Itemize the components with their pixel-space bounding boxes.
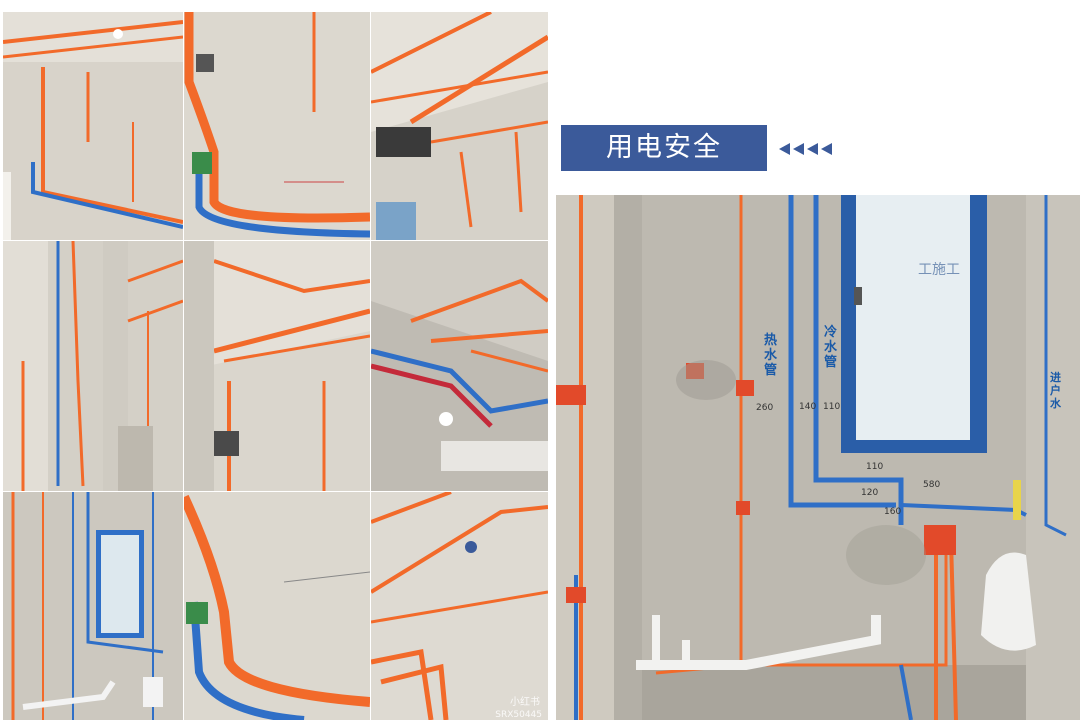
- arrow-left-icon: [793, 143, 804, 155]
- arrow-left-icon: [807, 143, 818, 155]
- photo-collage: 小红书 SRX50445: [0, 12, 550, 720]
- watermark-id: SRX50445: [495, 710, 542, 720]
- label-cold-pipe: 冷水管: [824, 325, 838, 370]
- collage-photo-1: [3, 12, 183, 240]
- dim-label: 580: [923, 480, 941, 490]
- collage-photo-2: [184, 12, 370, 240]
- arrow-left-icon: [821, 143, 832, 155]
- label-hot-pipe: 热水管: [764, 333, 778, 378]
- dim-label: 160: [884, 507, 902, 517]
- collage-photo-4: [3, 241, 183, 491]
- collage-photo-7: [3, 492, 183, 720]
- label-construction: 工施工: [918, 262, 960, 278]
- collage-photo-8: [184, 492, 370, 720]
- arrow-left-icons: [779, 140, 835, 156]
- dim-label: 110: [866, 462, 884, 472]
- collage-photo-6: [371, 241, 548, 491]
- arrow-left-icon: [779, 143, 790, 155]
- watermark: 小红书: [510, 697, 540, 708]
- section-title: 用电安全: [561, 125, 767, 171]
- dim-label: 120: [861, 488, 879, 498]
- label-house-water: 进户水: [1050, 371, 1061, 410]
- dim-label: 140: [799, 402, 817, 412]
- collage-photo-5: [184, 241, 370, 491]
- collage-photo-9: 小红书 SRX50445: [371, 492, 548, 720]
- main-photo-plumbing: 热水管 冷水管 进户水 工施工 260 140 110 110 120 160 …: [556, 195, 1080, 720]
- dim-label: 260: [756, 403, 774, 413]
- collage-photo-3: [371, 12, 548, 240]
- dim-label: 110: [823, 402, 841, 412]
